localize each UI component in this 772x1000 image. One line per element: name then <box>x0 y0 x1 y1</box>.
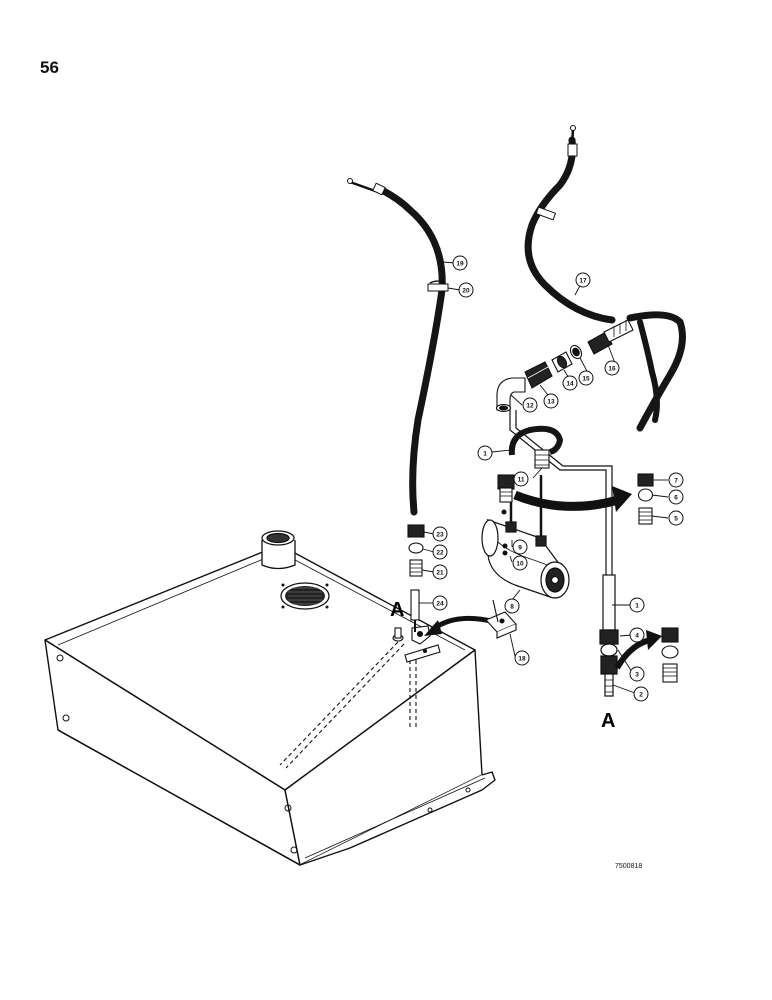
callout-1-upper: 1 <box>483 451 487 458</box>
callout-20: 20 <box>462 288 470 295</box>
filler-neck <box>261 530 296 570</box>
fittings-21-24 <box>407 524 425 632</box>
callout-22: 22 <box>436 550 444 557</box>
callout-15: 15 <box>582 376 590 383</box>
reference-letter-a-right: A <box>601 710 615 732</box>
fittings-9-10 <box>497 474 515 556</box>
callout-6: 6 <box>674 495 678 502</box>
callout-2: 2 <box>639 692 643 699</box>
tank-outlet-fittings <box>279 625 441 769</box>
callout-8: 8 <box>510 604 514 611</box>
fuel-line-right <box>599 574 619 697</box>
callout-5: 5 <box>674 516 678 523</box>
callout-11: 11 <box>518 477 525 484</box>
fuel-tank <box>44 544 496 866</box>
hose-19 <box>347 178 449 516</box>
fuel-gauge-screen <box>280 582 330 610</box>
callout-circles <box>432 255 684 702</box>
pointer-arrow-18 <box>424 615 496 636</box>
callout-numbers: 1 1 2 3 4 5 6 7 8 9 10 11 12 13 14 15 16… <box>436 261 678 699</box>
callout-17: 17 <box>579 278 587 285</box>
fitting-11 <box>534 449 550 469</box>
callout-1-lower: 1 <box>635 603 639 610</box>
callout-4: 4 <box>635 633 639 640</box>
callout-19: 19 <box>456 261 464 268</box>
page-number: 56 <box>40 58 59 77</box>
callout-12: 12 <box>526 403 534 410</box>
callout-3: 3 <box>635 672 639 679</box>
pointer-arrow-234 <box>614 630 662 670</box>
callout-9: 9 <box>518 545 522 552</box>
detail-fittings-2-3-4 <box>661 627 679 683</box>
callout-21: 21 <box>436 570 444 577</box>
fitting-chain <box>495 319 634 413</box>
reference-letter-a-left: A <box>390 599 404 621</box>
callout-23: 23 <box>436 532 444 539</box>
fuel-pump <box>481 475 570 599</box>
pointer-arrow-567 <box>513 486 632 512</box>
detail-fittings-5-6-7 <box>637 473 654 525</box>
callout-10: 10 <box>516 561 524 568</box>
hose-17 <box>524 125 686 432</box>
bracket-18 <box>485 599 517 639</box>
callout-18: 18 <box>518 656 526 663</box>
callout-7: 7 <box>674 478 678 485</box>
callout-16: 16 <box>608 366 616 373</box>
drawing-code: 7500818 <box>615 863 643 870</box>
callout-24: 24 <box>436 601 444 608</box>
callout-13: 13 <box>547 399 555 406</box>
callout-14: 14 <box>566 381 574 388</box>
